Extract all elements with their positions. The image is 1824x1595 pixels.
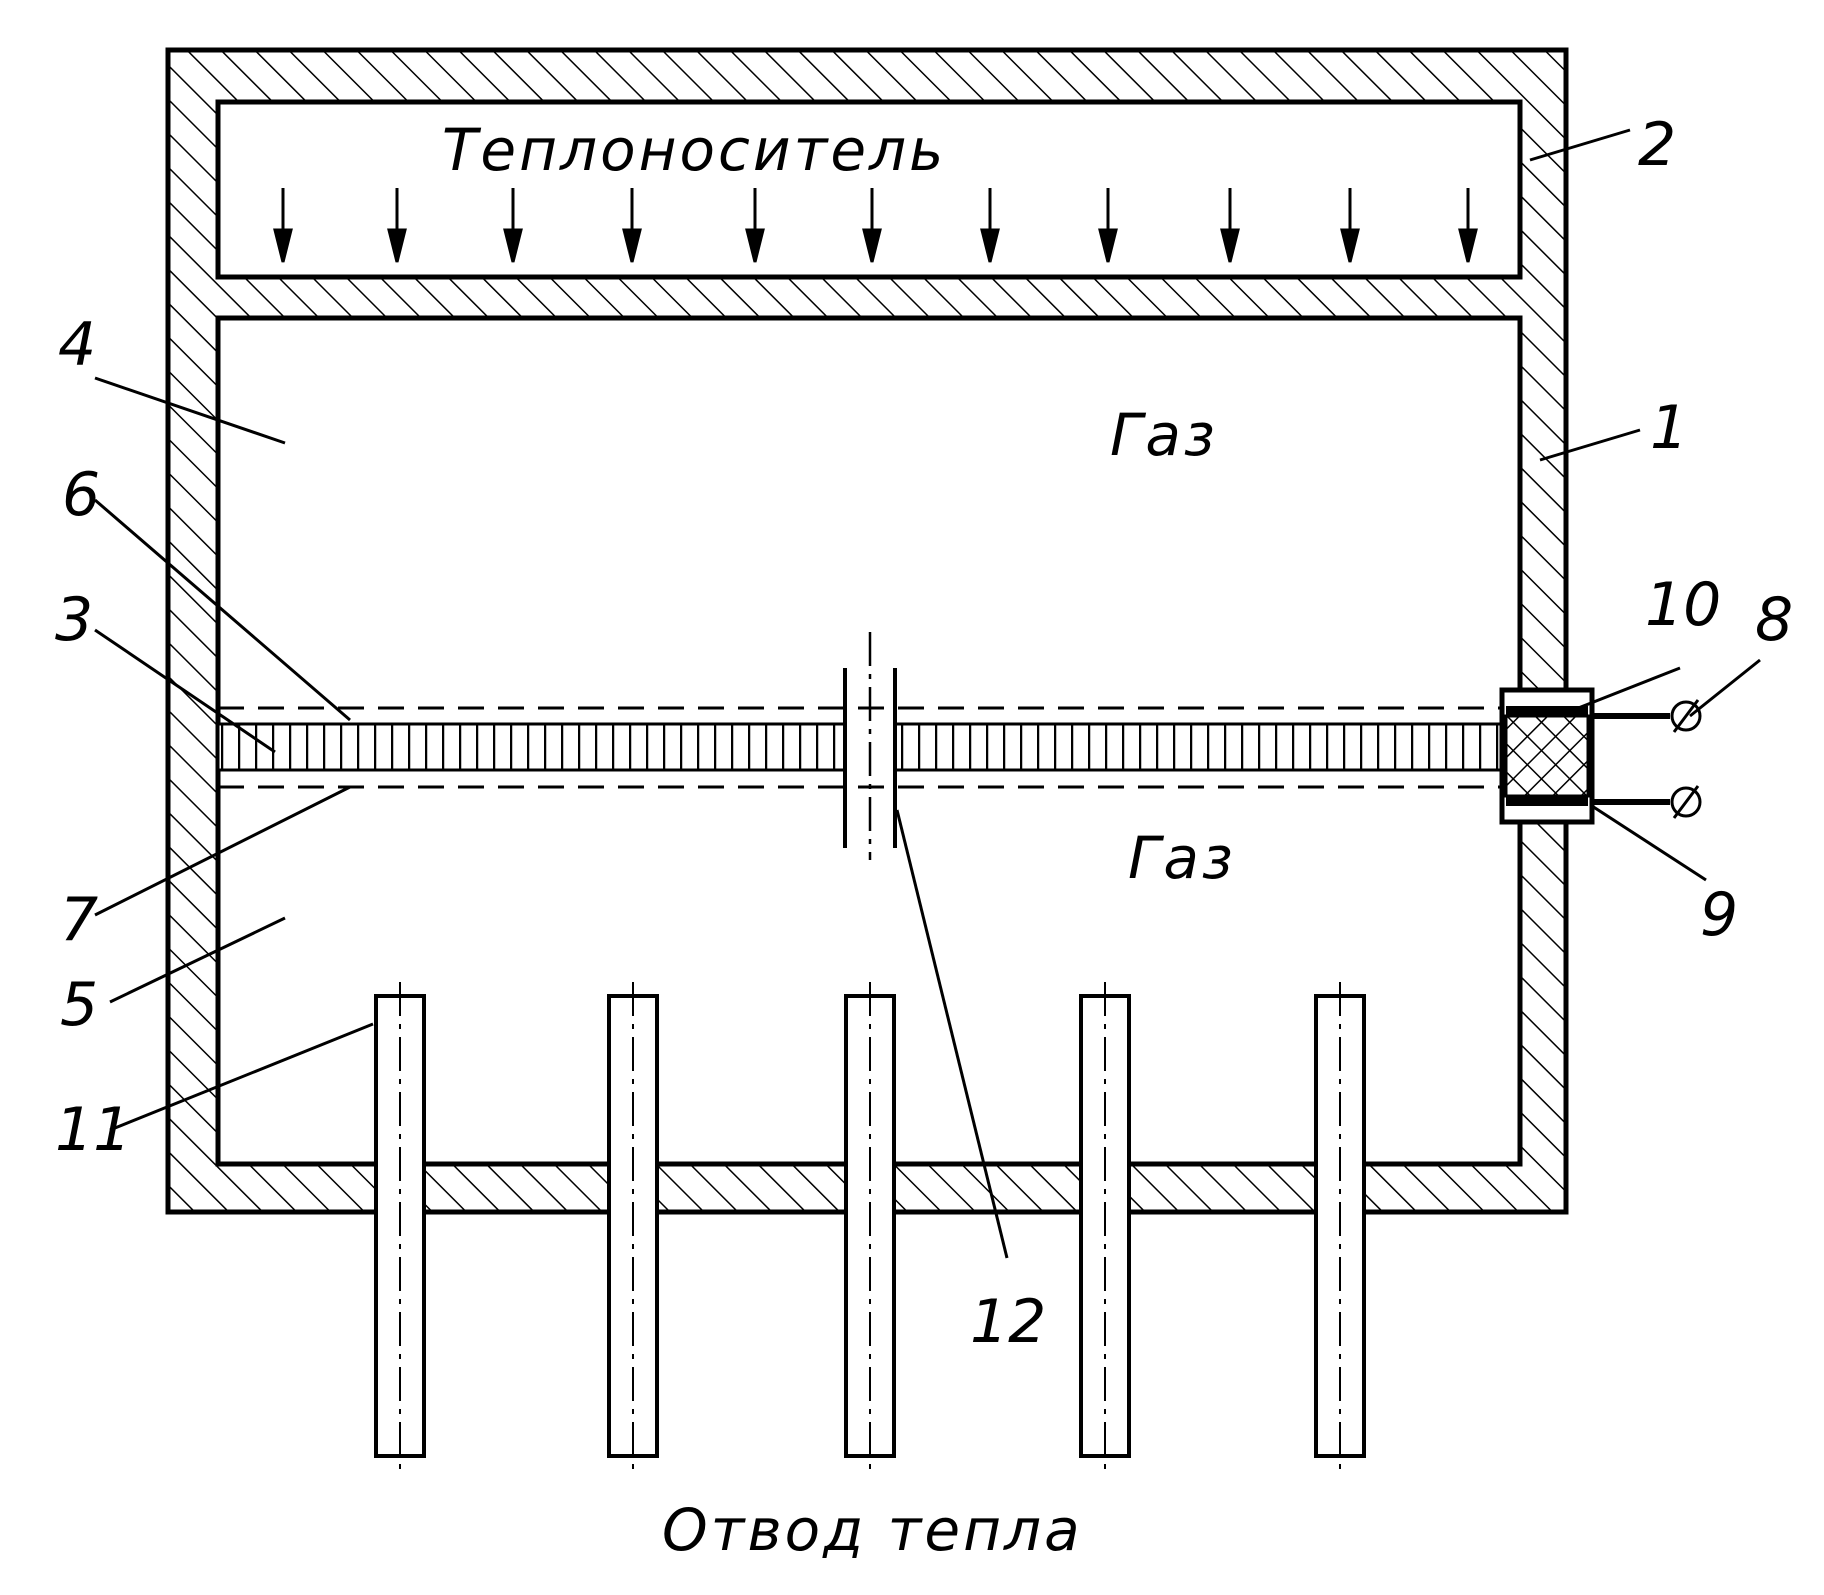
down-arrow-icon bbox=[864, 230, 880, 262]
callout-7: 7 bbox=[60, 885, 98, 955]
down-arrow-icon bbox=[1460, 230, 1476, 262]
seal-insulator bbox=[1506, 716, 1588, 796]
down-arrow-icon bbox=[982, 230, 998, 262]
callout-12: 12 bbox=[970, 1287, 1046, 1357]
heat-rods bbox=[376, 982, 1364, 1472]
membrane-left bbox=[218, 724, 845, 770]
down-arrow-icon bbox=[747, 230, 763, 262]
down-arrow-icon bbox=[389, 230, 405, 262]
down-arrow-icon bbox=[1222, 230, 1238, 262]
callout-5: 5 bbox=[60, 970, 98, 1040]
down-arrow-icon bbox=[1100, 230, 1116, 262]
coolant-arrows bbox=[275, 188, 1476, 262]
gas-top-label: Газ bbox=[1110, 401, 1218, 469]
down-arrow-icon bbox=[505, 230, 521, 262]
down-arrow-icon bbox=[624, 230, 640, 262]
callout-4: 4 bbox=[58, 310, 96, 380]
heat-removal-label: Отвод тепла bbox=[662, 1496, 1083, 1564]
callout-8: 8 bbox=[1755, 585, 1793, 655]
down-arrow-icon bbox=[275, 230, 291, 262]
down-arrow-icon bbox=[1342, 230, 1358, 262]
gas-bottom-label: Газ bbox=[1128, 824, 1236, 892]
callout-3: 3 bbox=[55, 585, 93, 655]
callout-1: 1 bbox=[1650, 393, 1688, 463]
callout-11: 11 bbox=[55, 1095, 131, 1165]
callout-2: 2 bbox=[1638, 110, 1676, 180]
callout-9: 9 bbox=[1700, 880, 1738, 950]
coolant-label: Теплоноситель bbox=[442, 116, 946, 184]
callout-6: 6 bbox=[62, 460, 100, 530]
membrane-right bbox=[895, 724, 1502, 770]
callout-10: 10 bbox=[1645, 570, 1721, 640]
center-channel bbox=[845, 632, 895, 860]
